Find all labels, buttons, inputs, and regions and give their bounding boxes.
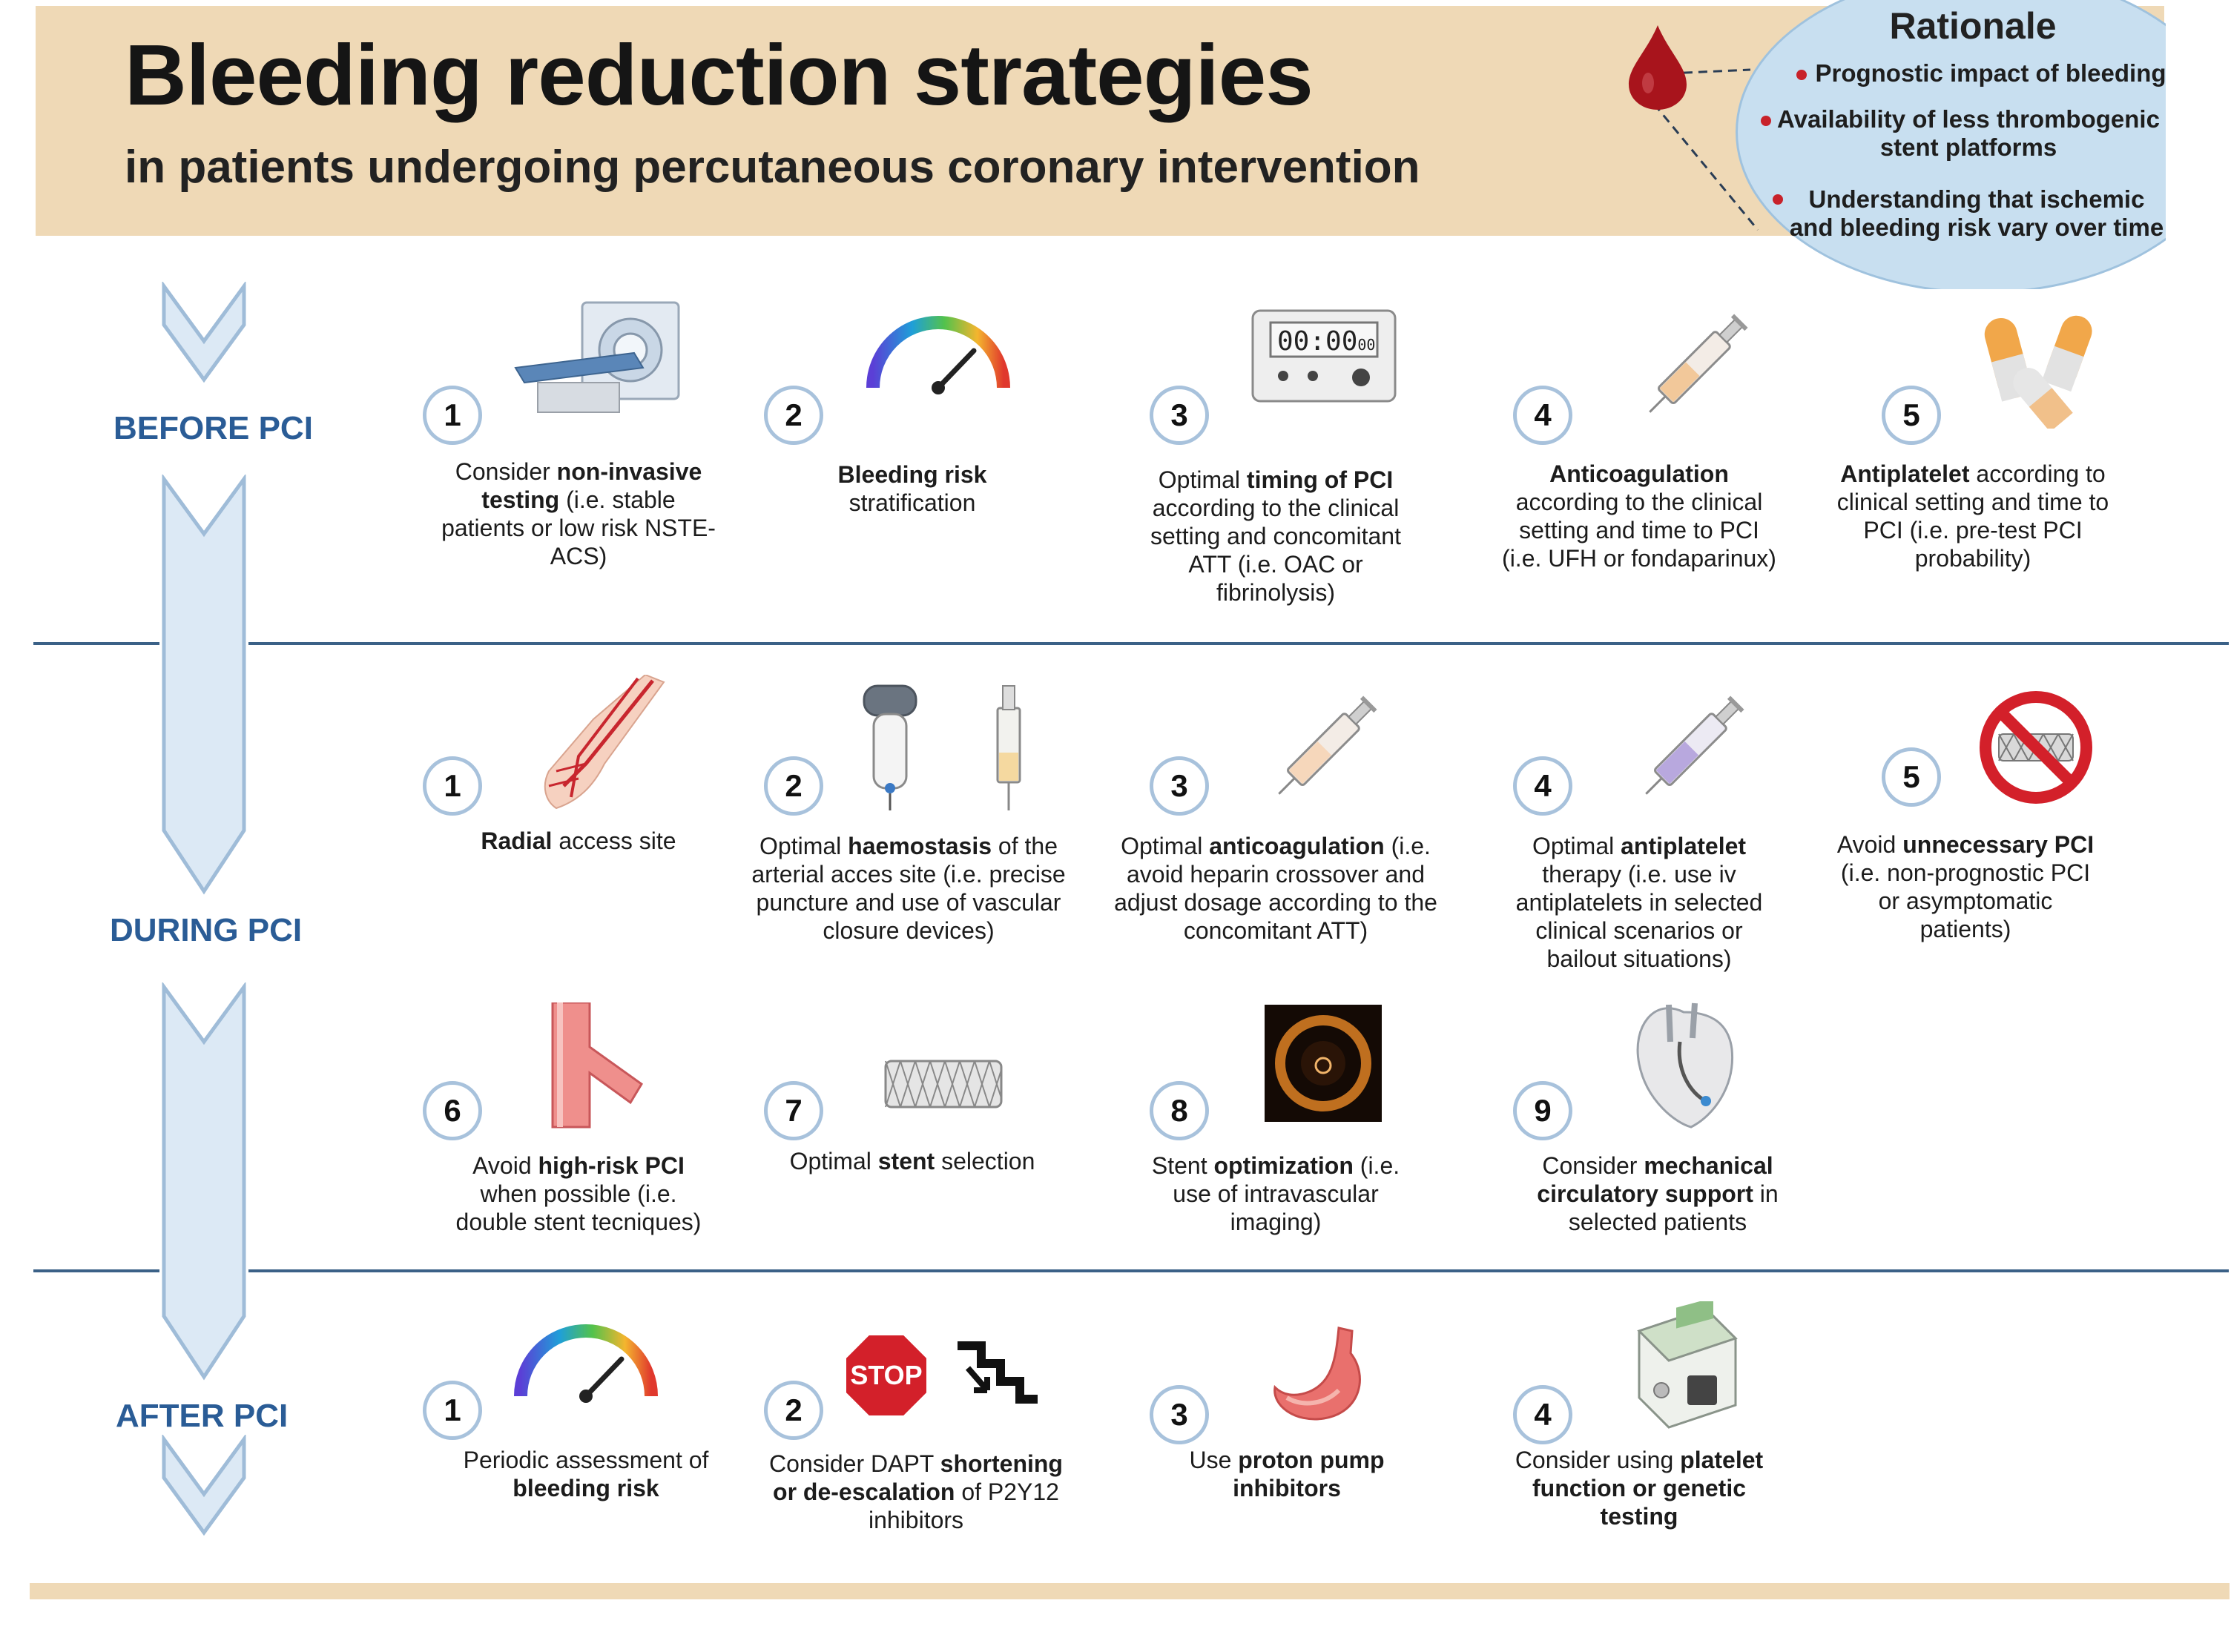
bleeding-risk-gauge-icon [514,1324,658,1403]
step-caption: Consider non-invasive testing (i.e. stab… [441,458,716,569]
step-caption: Optimal anticoagulation (i.e. avoid hepa… [1114,833,1437,944]
stop-sign-label: STOP [850,1360,923,1390]
radial-artery-arm-icon [544,675,665,810]
step-number: 1 [423,756,482,816]
stop-sign-icon [843,1332,929,1418]
page-title: Bleeding reduction strategies [125,27,1314,123]
phase-label-after: AFTER PCI [116,1398,289,1434]
divider-line [248,1269,2229,1272]
step-caption: Optimal antiplatelet therapy (i.e. use i… [1515,833,1763,972]
step-number: 4 [1513,1385,1572,1444]
pills-icon [1984,315,2092,429]
rationale-bullet [1773,194,1783,205]
step-caption: Consider DAPT shortening or de-escalatio… [769,1450,1063,1533]
step-number: 2 [764,386,823,445]
step-caption: Optimal haemostasis of the arterial acce… [751,833,1066,944]
step-caption: Consider mechanical circulatory support … [1537,1152,1779,1235]
step-number: 4 [1513,386,1572,445]
step-caption: Consider using platelet function or gene… [1515,1447,1764,1530]
step-caption: Avoid unnecessary PCI (i.e. non-prognost… [1836,831,2095,942]
step-number: 2 [764,1381,823,1440]
step-number: 3 [1150,1385,1209,1444]
rationale-bullet [1796,70,1807,80]
phase-label-during: DURING PCI [110,912,303,948]
rationale-bullet [1761,116,1771,126]
step-number: 8 [1150,1081,1209,1140]
divider-line [33,642,159,645]
step-number: 6 [423,1081,482,1140]
footer-bar [30,1583,2230,1599]
step-caption: Use proton pump inhibitors [1189,1447,1385,1501]
bleeding-risk-gauge-icon [866,316,1010,394]
heart-mechanical-support-icon [1636,1002,1734,1129]
bifurcation-vessel-icon [551,1002,643,1129]
stomach-icon [1273,1326,1361,1421]
step-number: 9 [1513,1081,1572,1140]
step-number: 3 [1150,756,1209,816]
divider-line [248,642,2229,645]
step-number: 1 [423,1381,482,1440]
step-number: 4 [1513,756,1572,816]
no-stent-prohibited-icon [1980,691,2092,804]
blood-drop-icon [1629,25,1687,110]
stent-icon [884,1060,1003,1109]
chevron-down-icon [162,282,246,383]
rationale-item: Availability of less thrombogenic stent … [1777,105,2160,161]
step-number: 2 [764,756,823,816]
step-caption: Periodic assessment of bleeding risk [463,1447,709,1501]
syringe-icon [1278,696,1377,795]
step-number: 5 [1882,386,1941,445]
step-caption: Optimal stent selection [789,1148,1035,1174]
divider-line [33,1269,159,1272]
step-number: 5 [1882,747,1941,807]
step-caption: Avoid high-risk PCI when possible (i.e. … [455,1152,702,1235]
rationale-item: Prognostic impact of bleeding [1815,59,2166,87]
syringe-icon [1649,314,1748,413]
step-caption: Bleeding risk stratification [837,461,987,516]
step-caption: Optimal timing of PCI according to the c… [1150,466,1401,606]
phase-label-before: BEFORE PCI [113,410,313,446]
chevron-arrow-icon [162,475,246,895]
de-escalation-stairs-icon [958,1341,1038,1404]
step-number: 7 [764,1081,823,1140]
step-number: 3 [1150,386,1209,445]
ultrasound-probe-and-needle-icon [863,684,1021,810]
rationale-bubble [1736,0,2166,289]
step-caption: Stent optimization (i.e. use of intravas… [1151,1152,1400,1235]
ct-scanner-icon [514,301,680,413]
step-caption: Radial access site [481,827,676,854]
rationale-item: Understanding that ischemic and bleeding… [1789,185,2164,241]
step-number: 1 [423,386,482,445]
intravascular-imaging-icon [1265,1005,1382,1122]
step-caption: Anticoagulation according to the clinica… [1502,460,1776,572]
syringe-icon [1645,696,1744,795]
chevron-down-icon [162,1435,246,1536]
timer-icon [1251,309,1397,403]
timer-display: 00:0000 [1277,326,1376,357]
platelet-function-analyzer-icon [1637,1301,1738,1429]
chevron-arrow-icon [162,982,246,1381]
page-subtitle: in patients undergoing percutaneous coro… [125,142,1420,193]
step-caption: Antiplatelet according to clinical setti… [1836,460,2109,572]
rationale-title: Rationale [1889,5,2057,47]
